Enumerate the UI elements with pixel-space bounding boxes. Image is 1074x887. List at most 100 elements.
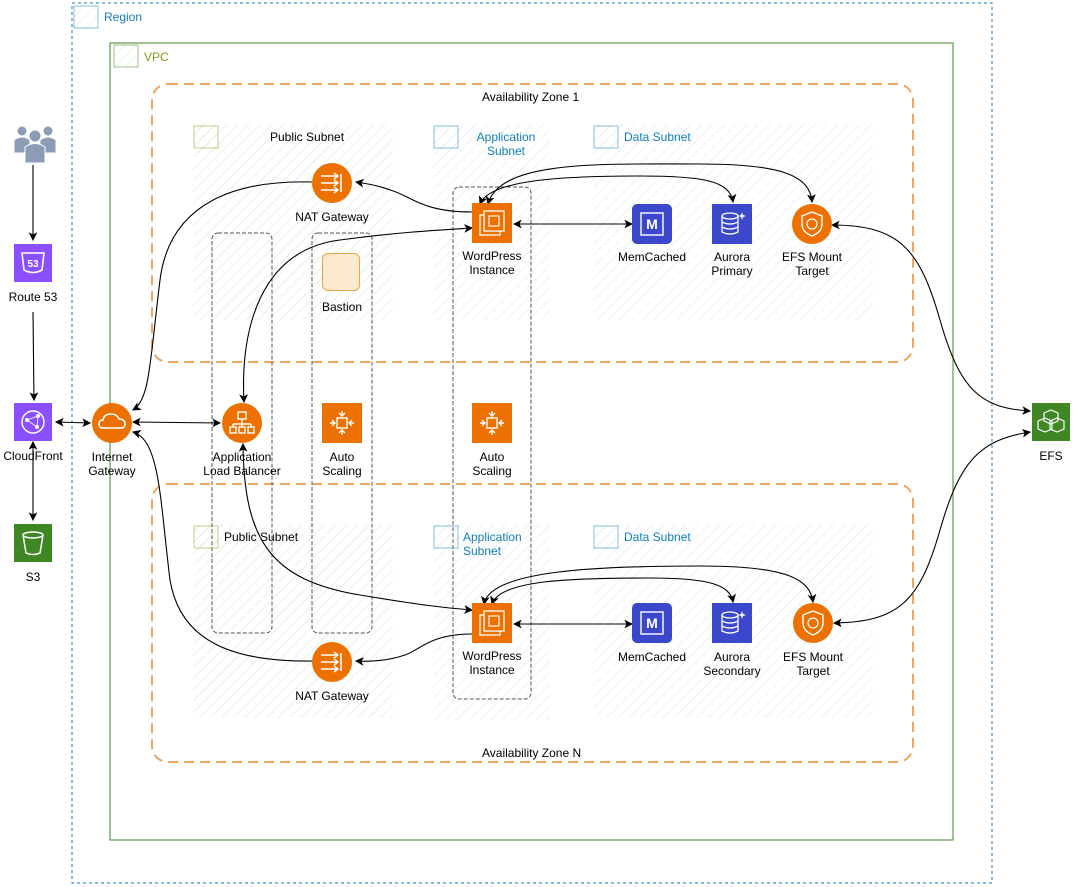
edge-wp1-efsmt1 — [485, 163, 816, 206]
wordpress-instance-1-label: WordPress Instance — [452, 249, 532, 277]
aurora-secondary-label: Aurora Secondary — [692, 650, 772, 678]
asg2-line1: Auto — [479, 450, 505, 464]
nat-gateway-icon — [312, 642, 352, 682]
data-subnet-1-icon — [593, 125, 619, 149]
cloudfront-label: CloudFront — [3, 449, 63, 463]
aurora-database-icon — [712, 204, 752, 244]
public-subnet-1-label: Public Subnet — [270, 130, 345, 144]
efs-icon — [1032, 403, 1070, 441]
auto-scaling-icon — [322, 403, 362, 443]
wp1-line2: Instance — [469, 263, 515, 277]
auto-scaling-icon — [472, 403, 512, 443]
load-balancer-icon — [222, 403, 262, 443]
chip-icon — [472, 603, 512, 643]
memcached-1-glyph: M — [646, 216, 658, 232]
memcached-1-label: MemCached — [617, 250, 687, 264]
app-subnet-1-icon — [433, 125, 459, 149]
edge-wp2-nat2 — [354, 633, 473, 666]
memcached-2-label: MemCached — [617, 650, 687, 664]
vpc-label: VPC — [144, 50, 169, 64]
aurora2-line1: Aurora — [713, 650, 751, 664]
nat-gateway-1-label: NAT Gateway — [295, 210, 369, 224]
igw-line2: Gateway — [88, 464, 136, 478]
wp2-line1: WordPress — [462, 649, 522, 663]
efsmt2-line1: EFS Mount — [782, 650, 844, 664]
public-subnet-2-label: Public Subnet — [224, 530, 299, 544]
cloudfront-icon — [14, 403, 52, 441]
aurora2-line2: Secondary — [703, 664, 761, 678]
wordpress-instance-2-label: WordPress Instance — [452, 649, 532, 677]
efs-mount-target-2-label: EFS Mount Target — [773, 650, 853, 678]
aurora1-line1: Aurora — [713, 250, 751, 264]
shield-icon — [793, 603, 833, 643]
region-group-icon — [73, 5, 99, 29]
edge-wp2-efsmt2 — [481, 565, 817, 606]
public-subnet-1-icon — [193, 125, 219, 149]
efs-mount-target-1-label: EFS Mount Target — [772, 250, 852, 278]
aurora-primary-label: Aurora Primary — [692, 250, 772, 278]
alb-line2: Load Balancer — [203, 464, 281, 478]
edge-cloudfront-igw — [54, 417, 92, 428]
app-subnet-2-label: Application Subnet — [463, 530, 522, 558]
edge-route53-cloudfront — [29, 311, 39, 402]
edge-nat1-igw — [132, 181, 313, 411]
asg2-line2: Scaling — [472, 464, 512, 478]
app-subnet-2-icon — [433, 525, 459, 549]
memcached-2-glyph: M — [646, 615, 658, 631]
edge-alb-wp2 — [238, 442, 474, 614]
availability-zone-n-label: Availability Zone N — [482, 746, 582, 760]
app-subnet-1-label-line1: Application — [476, 130, 536, 144]
edge-nat2-igw — [131, 429, 313, 662]
edge-wp1-nat1 — [354, 178, 473, 213]
cloud-icon — [92, 403, 132, 443]
edge-wp2-aurora2 — [490, 577, 736, 606]
app-subnet-2-label-line2: Subnet — [463, 544, 502, 558]
data-subnet-2-label: Data Subnet — [624, 530, 691, 544]
alb-label: Application Load Balancer — [192, 450, 292, 478]
asg1-line2: Scaling — [322, 464, 362, 478]
nat-gateway-2-label: NAT Gateway — [295, 689, 369, 703]
users-icon — [13, 125, 57, 164]
memcached-icon: M — [632, 204, 672, 244]
public-subnet-2-icon — [193, 525, 219, 549]
app-subnet-2-label-line1: Application — [463, 530, 522, 544]
chip-icon — [472, 203, 512, 243]
efsmt1-line2: Target — [795, 264, 829, 278]
asg1-line1: Auto — [329, 450, 355, 464]
data-subnet-2-icon — [593, 525, 619, 549]
igw-line1: Internet — [91, 450, 133, 464]
alb-line1: Application — [212, 450, 272, 464]
availability-zone-1-label: Availability Zone 1 — [482, 90, 580, 104]
efsmt2-line2: Target — [796, 664, 830, 678]
auto-scaling-1-label: Auto Scaling — [302, 450, 382, 478]
wp1-line1: WordPress — [462, 249, 522, 263]
bastion-label: Bastion — [321, 300, 363, 314]
route53-icon: 53 — [14, 244, 52, 282]
edge-alb-wp1 — [239, 224, 474, 404]
region-label: Region — [104, 10, 143, 24]
efsmt1-line1: EFS Mount — [781, 250, 843, 264]
aurora1-line2: Primary — [711, 264, 753, 278]
app-subnet-1-label: Application Subnet — [466, 130, 546, 158]
edge-wp1-aurora1 — [478, 175, 737, 206]
nat-gateway-icon — [312, 163, 352, 203]
edge-efsmt1-efs — [830, 220, 1032, 415]
vpc-group-icon — [113, 44, 139, 68]
edge-efsmt2-efs — [832, 428, 1032, 628]
s3-label: S3 — [25, 570, 41, 584]
data-subnet-1-label: Data Subnet — [624, 130, 691, 144]
wp2-line2: Instance — [469, 663, 515, 677]
bastion-instance-icon — [322, 253, 360, 291]
internet-gateway-label: Internet Gateway — [77, 450, 147, 478]
aurora-database-icon — [712, 603, 752, 643]
memcached-icon: M — [632, 603, 672, 643]
efs-label: EFS — [1039, 449, 1063, 463]
auto-scaling-2-label: Auto Scaling — [452, 450, 532, 478]
shield-icon — [792, 204, 832, 244]
route53-glyph: 53 — [27, 259, 39, 270]
edge-igw-alb — [131, 417, 222, 428]
route53-label: Route 53 — [8, 290, 58, 304]
s3-bucket-icon — [14, 524, 52, 562]
app-subnet-1-label-line2: Subnet — [486, 144, 526, 158]
